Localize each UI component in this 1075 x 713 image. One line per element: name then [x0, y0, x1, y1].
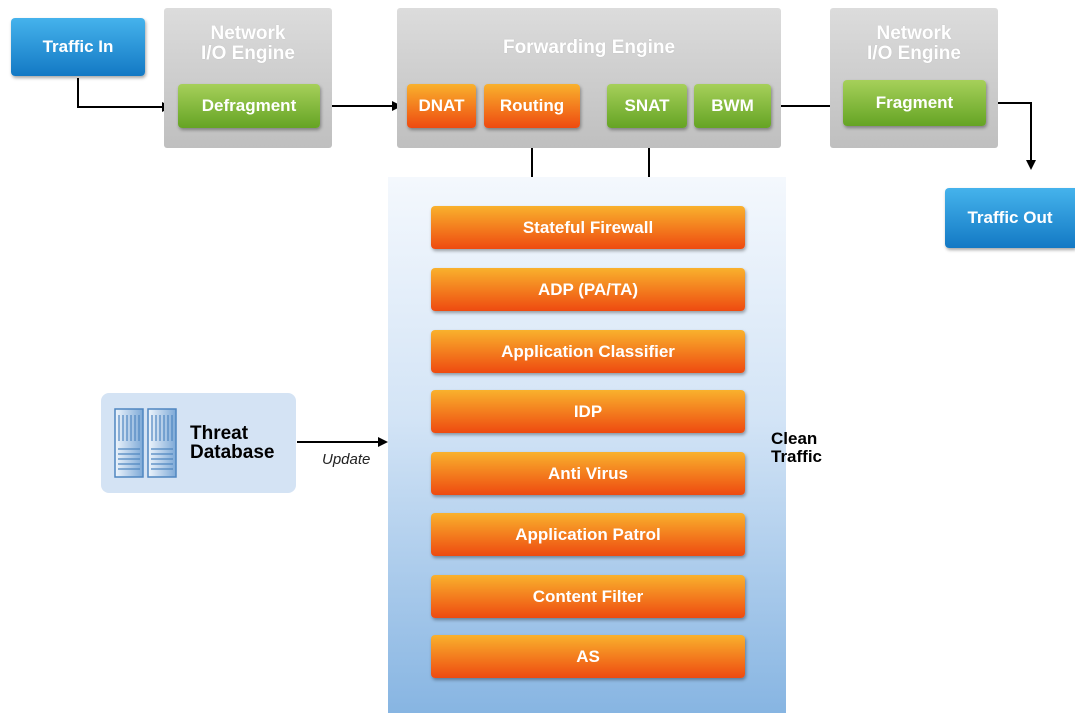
- adp-module: ADP (PA/TA): [431, 268, 745, 311]
- security-stack-panel: [388, 177, 786, 713]
- update-label: Update: [322, 451, 371, 468]
- arrow-fragment-to-traffic-out: [987, 102, 1036, 170]
- defragment-module: Defragment: [178, 84, 320, 128]
- traffic-in-box: Traffic In: [11, 18, 145, 76]
- bwm-module: BWM: [694, 84, 771, 128]
- arrow-traffic-in-to-defragment: [77, 78, 172, 112]
- forwarding-engine-title: Forwarding Engine: [502, 37, 676, 58]
- threat-database-label: Threat Database: [190, 423, 275, 463]
- content-filter-module: Content Filter: [431, 575, 745, 618]
- network-io-engine-left-title: Network I/O Engine: [201, 23, 295, 64]
- network-io-engine-right: Network I/O Engine: [830, 8, 998, 148]
- application-classifier-module: Application Classifier: [431, 330, 745, 373]
- as-module: AS: [431, 635, 745, 678]
- traffic-out-box: Traffic Out: [945, 188, 1075, 248]
- network-io-engine-right-title: Network I/O Engine: [867, 23, 961, 64]
- application-patrol-module: Application Patrol: [431, 513, 745, 556]
- anti-virus-module: Anti Virus: [431, 452, 745, 495]
- traffic-in-label: Traffic In: [42, 37, 114, 56]
- dnat-module: DNAT: [407, 84, 476, 128]
- idp-module: IDP: [431, 390, 745, 433]
- routing-module: Routing: [484, 84, 580, 128]
- forwarding-engine-panel: Forwarding Engine: [397, 8, 781, 148]
- fragment-module: Fragment: [843, 80, 986, 126]
- clean-traffic-label: Clean Traffic: [771, 429, 823, 466]
- stateful-firewall-module: Stateful Firewall: [431, 206, 745, 249]
- server-rack-icon: [113, 407, 179, 479]
- snat-module: SNAT: [607, 84, 687, 128]
- traffic-out-label: Traffic Out: [967, 208, 1053, 227]
